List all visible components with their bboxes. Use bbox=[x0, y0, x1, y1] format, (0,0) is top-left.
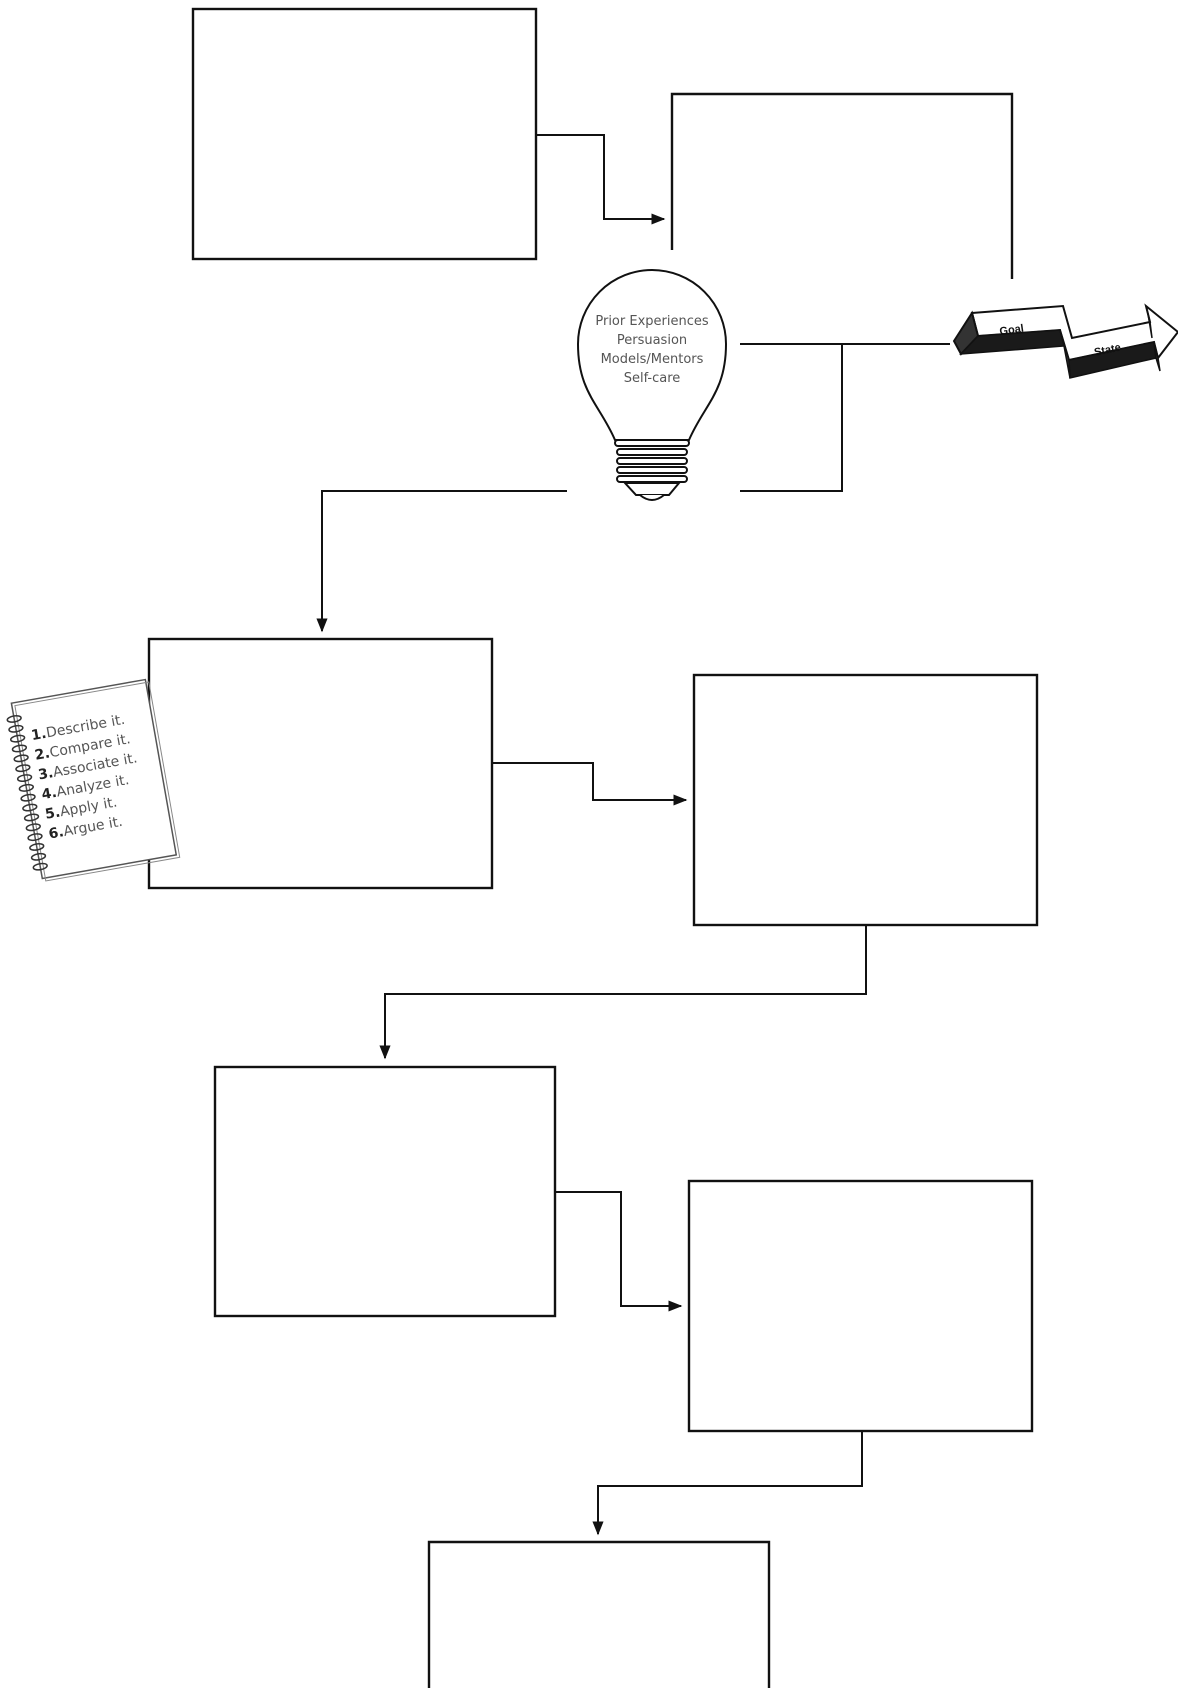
connector-box5-box6 bbox=[555, 1191, 683, 1312]
box-1 bbox=[191, 7, 538, 261]
connector-box4-box5 bbox=[379, 925, 867, 1060]
bulb-text-line: Prior Experiences bbox=[595, 314, 708, 329]
box-4 bbox=[692, 673, 1039, 927]
connector-box1-box2 bbox=[536, 134, 666, 225]
connector-branch-bulb-bottom bbox=[740, 344, 843, 492]
notebook-item-number: 4. bbox=[40, 785, 58, 803]
box-5 bbox=[213, 1065, 557, 1318]
bulb-text-line: Self-care bbox=[624, 371, 681, 386]
box-6 bbox=[687, 1179, 1034, 1433]
connector-box6-box7 bbox=[592, 1431, 863, 1536]
spiral-notebook-icon: 1.Describe it. 2.Compare it. 3.Associate… bbox=[6, 678, 181, 882]
bulb-text-line: Persuasion bbox=[617, 333, 687, 348]
connector-bulb-box3 bbox=[316, 490, 567, 633]
spiral-rings bbox=[6, 714, 48, 871]
box-7 bbox=[427, 1540, 771, 1688]
notebook-item-number: 2. bbox=[34, 745, 52, 763]
box-3 bbox=[147, 637, 494, 890]
notebook-item-number: 3. bbox=[37, 765, 55, 783]
notebook-item-number: 1. bbox=[30, 726, 48, 744]
goal-arrow-text: Goal bbox=[999, 323, 1025, 338]
lightbulb-icon: Prior Experiences Persuasion Models/Ment… bbox=[576, 269, 728, 501]
notebook-item-number: 6. bbox=[47, 824, 65, 842]
box-2 bbox=[670, 92, 1014, 279]
bulb-text-line: Models/Mentors bbox=[601, 352, 704, 367]
goal-arrow-text: State bbox=[1093, 342, 1122, 359]
goal-state-arrow-icon: Goal State bbox=[952, 303, 1178, 379]
notebook-item-number: 5. bbox=[44, 804, 62, 822]
connector-box3-box4 bbox=[492, 762, 688, 806]
